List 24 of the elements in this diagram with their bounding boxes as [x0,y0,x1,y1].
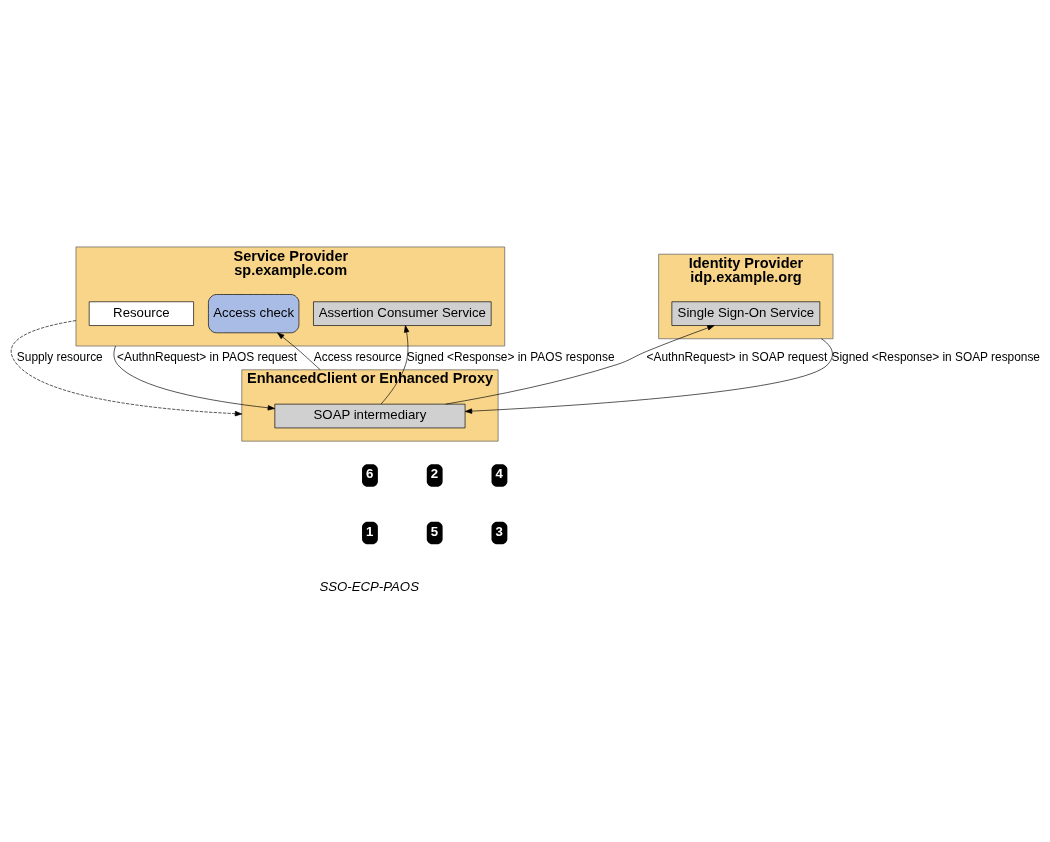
edge-label: Supply resource [16,349,103,364]
label: 2 [430,466,439,482]
node-box: SOAP intermediary [274,403,466,429]
node-box: Single Sign-On Service [671,301,821,326]
label: SSO-ECP-PAOS [319,579,419,595]
label: 1 [365,523,374,539]
edge-label: Access resource [313,349,402,364]
arrow [277,332,321,371]
edge-label: <AuthnRequest> in PAOS request [117,349,298,364]
label: 3 [495,523,503,539]
node-box: Resource [88,301,194,326]
arrow [113,345,275,411]
label: 6 [365,466,374,482]
edge-label: Signed <Response> in PAOS response [406,349,615,364]
label: 5 [430,523,439,539]
arrow [380,325,410,405]
edge-label: Signed <Response> in SOAP response [831,349,1040,364]
arrow [464,338,833,414]
node-box: Access check [208,294,300,334]
arrow [445,325,715,405]
arrow [10,320,243,417]
label: 4 [495,466,503,482]
edge-label: <AuthnRequest> in SOAP request [646,349,828,364]
node-box: Assertion Consumer Service [313,301,492,326]
